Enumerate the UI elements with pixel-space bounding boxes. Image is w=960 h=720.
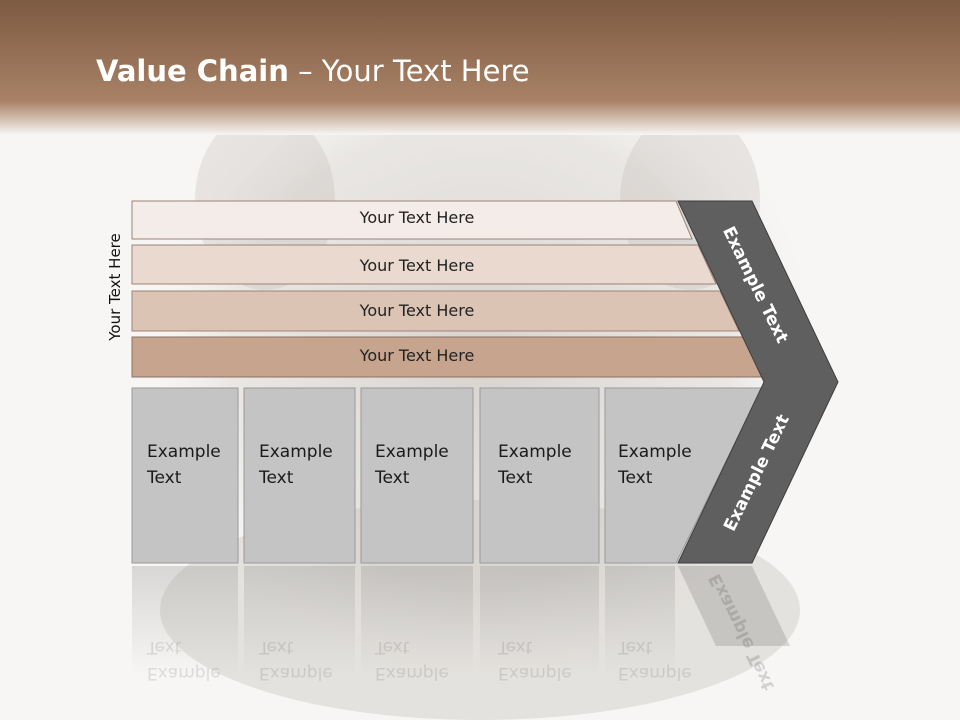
cell-2 (243, 387, 356, 564)
bar-3 (131, 290, 740, 332)
cell-5-reflection (605, 566, 675, 676)
cell-2-line1: Example (259, 442, 333, 462)
chevron-arrow (677, 200, 839, 564)
cell-3-reflection-line1: Example (375, 663, 449, 683)
bar-3-label: Your Text Here (359, 301, 475, 320)
title-rest: – Your Text Here (288, 54, 530, 88)
side-label: Your Text Here (106, 233, 124, 341)
cell-1 (131, 387, 239, 564)
cell-4-label-reflection: Example Text (498, 634, 572, 686)
cell-1-reflection (132, 566, 238, 676)
cell-2-reflection-line2: Text (259, 637, 294, 657)
title-bold: Value Chain (96, 54, 289, 88)
page-title: Value Chain – Your Text Here (96, 54, 530, 88)
bar-4-label: Your Text Here (359, 346, 475, 365)
cell-2-line2: Text (259, 468, 294, 488)
cell-4-line2: Text (498, 468, 533, 488)
cell-4-line1: Example (498, 442, 572, 462)
cell-5-label-reflection: Example Text (618, 634, 692, 686)
cell-2-reflection (244, 566, 355, 676)
cell-2-reflection-line1: Example (259, 663, 333, 683)
cell-3 (360, 387, 474, 564)
bar-1 (131, 200, 693, 240)
cell-5-line1: Example (618, 442, 692, 462)
cell-3-reflection-line2: Text (375, 637, 410, 657)
bar-2-label: Your Text Here (359, 256, 475, 275)
cell-4 (479, 387, 600, 564)
cell-1-reflection-line2: Text (147, 637, 182, 657)
cell-1-line2: Text (147, 468, 182, 488)
cell-2-label-reflection: Example Text (259, 634, 333, 686)
bar-1-label: Your Text Here (359, 208, 475, 227)
cell-5-line2: Text (618, 468, 653, 488)
cell-3-label-reflection: Example Text (375, 634, 449, 686)
bar-2 (131, 244, 717, 285)
chevron-reflection (678, 566, 790, 646)
cell-5-reflection-line1: Example (618, 663, 692, 683)
cell-4-reflection-line1: Example (498, 663, 572, 683)
cell-1-line1: Example (147, 442, 221, 462)
cell-1-reflection-line1: Example (147, 663, 221, 683)
cell-5-reflection-line2: Text (618, 637, 653, 657)
cell-1-label-reflection: Example Text (147, 634, 221, 686)
cell-4-reflection-line2: Text (498, 637, 533, 657)
cell-3-line1: Example (375, 442, 449, 462)
cell-4-reflection (480, 566, 599, 676)
cell-5 (604, 387, 763, 564)
cell-3-line2: Text (375, 468, 410, 488)
header-band (0, 0, 960, 135)
cell-3-reflection (361, 566, 473, 676)
